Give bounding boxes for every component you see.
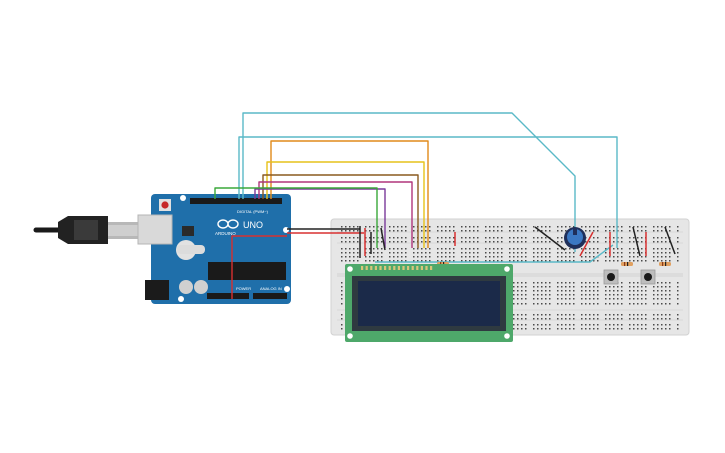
wires[interactable] [214,112,618,299]
push-button[interactable] [640,269,656,285]
wire-orange [270,140,429,248]
usb-chip [182,226,194,236]
wire-cyan-outer [242,112,576,252]
brand-label: ARDUINO [215,231,236,236]
crystal [177,245,205,254]
arduino-uno-board[interactable]: UNO ARDUINO DIGITAL (PWM~) POWER ANALOG … [137,194,291,304]
capacitor-icon [194,280,208,294]
lcd-16x2-display[interactable] [345,264,513,342]
digital-header [190,198,282,204]
jumpers[interactable] [359,226,676,258]
push-button[interactable] [603,269,619,285]
wire-green [214,187,378,248]
digital-header-label: DIGITAL (PWM~) [237,209,269,214]
lcd-pins [361,266,433,270]
power-header-label: POWER [236,286,251,291]
power-header [207,293,249,299]
atmega-chip [208,262,286,280]
wire-brown [262,174,419,248]
wire-yellow [266,161,425,248]
model-label: UNO [243,220,263,230]
power-jack [145,280,169,300]
wire-purple [254,188,386,248]
analog-header [253,293,287,299]
wire-red-5v [231,235,287,299]
usb-cable [33,216,138,244]
analog-header-label: ANALOG IN [260,286,282,291]
usb-port [137,214,173,245]
capacitor-icon [179,280,193,294]
potentiometer[interactable] [564,227,586,249]
wire-cyan-inner [238,136,618,248]
wire-magenta [258,181,413,248]
arduino-logo-icon [217,219,239,229]
